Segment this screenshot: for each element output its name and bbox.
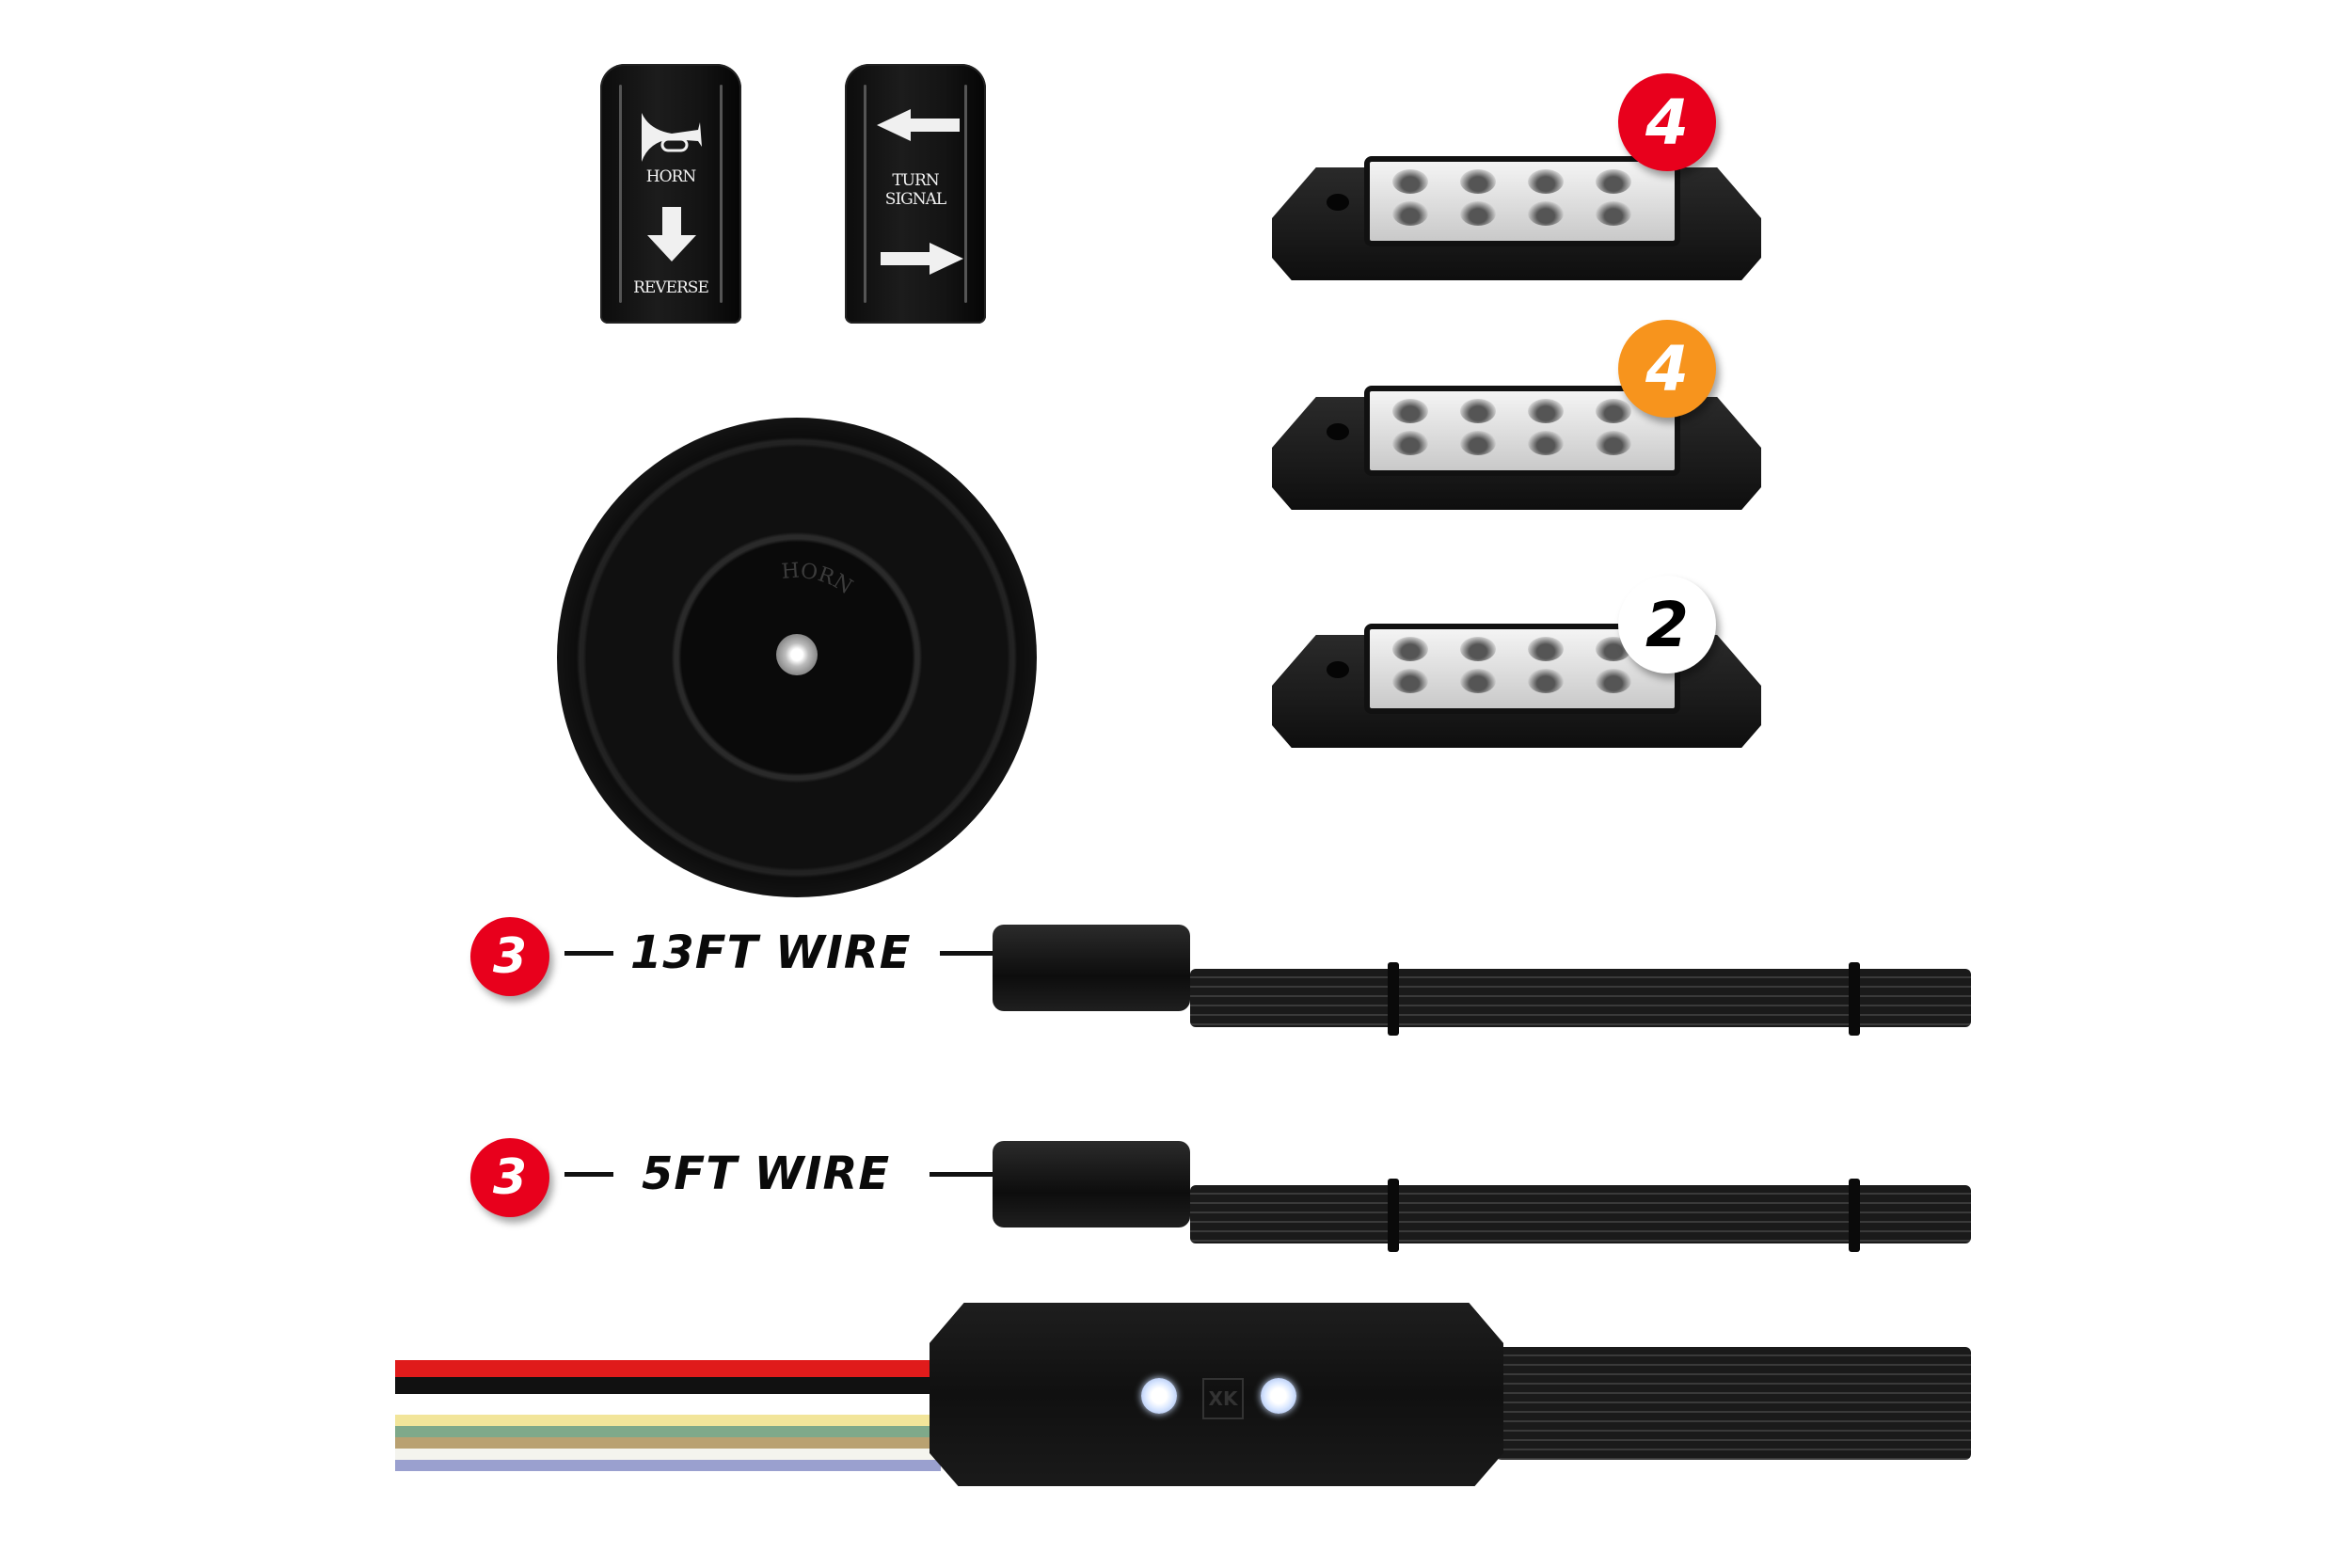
signal-lead-blue [395, 1460, 941, 1471]
led-plate [1364, 386, 1680, 476]
led-plate [1364, 624, 1680, 714]
pod-2-quantity-badge: 4 [1618, 320, 1716, 418]
signal-label: SIGNAL [884, 190, 946, 209]
light-pod-2 [1272, 369, 1761, 510]
wire-harness-5ft [993, 1133, 1971, 1256]
signal-lead-green [395, 1426, 941, 1437]
zip-tie [1849, 1179, 1860, 1252]
turn-label: TURN [892, 171, 939, 190]
led-plate [1364, 156, 1680, 246]
brand-logo: XK [1202, 1378, 1244, 1419]
wire-13ft-quantity-badge: 3 [470, 917, 549, 996]
reverse-label: REVERSE [633, 278, 709, 297]
wire-5ft-quantity-badge: 3 [470, 1138, 549, 1217]
wire-bundle [1190, 969, 1971, 1027]
mount-hole [1327, 661, 1349, 678]
wire-bundle [1190, 1185, 1971, 1243]
zip-tie [1388, 962, 1399, 1036]
horn-speaker: HORN [557, 418, 1037, 897]
horn-terminal-bolt [776, 634, 818, 675]
wire-connector [993, 1141, 1190, 1227]
wire-5ft-label: 5FT WIRE [564, 1148, 996, 1200]
horn-reverse-switch: HORN REVERSE [600, 64, 741, 324]
controller-button-right[interactable] [1261, 1378, 1296, 1414]
wire-harness-13ft [993, 917, 1971, 1039]
light-pod-1 [1272, 139, 1761, 280]
pod-1-quantity-badge: 4 [1618, 73, 1716, 171]
signal-lead-yellow [395, 1415, 941, 1426]
mount-hole [1327, 423, 1349, 440]
arrow-left-icon [877, 109, 960, 141]
arrow-down-icon [647, 207, 696, 261]
signal-lead-white [395, 1449, 941, 1460]
dash [930, 1171, 996, 1177]
dash [564, 1171, 613, 1177]
zip-tie [1388, 1179, 1399, 1252]
power-lead-black [395, 1377, 941, 1394]
led-controller-box: XK [930, 1303, 1503, 1486]
power-lead-red [395, 1360, 941, 1377]
turn-signal-switch: TURN SIGNAL [845, 64, 986, 324]
controller-button-left[interactable] [1141, 1378, 1177, 1414]
arrow-right-icon [881, 243, 963, 275]
svg-text:HORN: HORN [781, 560, 857, 600]
horn-icon [642, 113, 702, 162]
pod-3-quantity-badge: 2 [1618, 576, 1716, 673]
horn-engraving: HORN [781, 560, 857, 600]
signal-lead-tan [395, 1437, 941, 1449]
wire-13ft-label: 13FT WIRE [564, 927, 1006, 979]
dash [564, 950, 613, 956]
wire-connector [993, 925, 1190, 1011]
controller-output-ribbon [1496, 1347, 1971, 1460]
horn-label: HORN [645, 167, 696, 186]
dash [939, 950, 1006, 956]
zip-tie [1849, 962, 1860, 1036]
mount-hole [1327, 194, 1349, 211]
